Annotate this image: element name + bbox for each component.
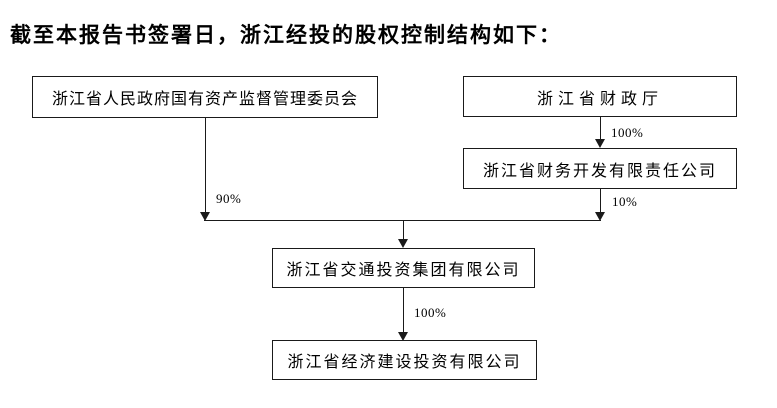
- node-sasac: 浙江省人民政府国有资产监督管理委员会: [32, 76, 378, 118]
- edge-label-finance-dev-to-comm-group: 10%: [612, 194, 638, 209]
- arrowhead-down-icon: [595, 139, 605, 148]
- connector-finance-dev-down: [600, 189, 601, 213]
- connector-sasac-down: [205, 118, 206, 213]
- arrowhead-down-icon: [200, 212, 210, 221]
- node-econ-invest: 浙江省经济建设投资有限公司: [272, 340, 537, 380]
- arrowhead-down-icon: [398, 332, 408, 341]
- connector-finance-dept-to-finance-dev: [600, 117, 601, 140]
- diagram-caption: 截至本报告书签署日，浙江经投的股权控制结构如下：: [10, 23, 562, 47]
- node-comm-invest-group: 浙江省交通投资集团有限公司: [272, 248, 535, 288]
- node-finance-dept: 浙江省财政厅: [463, 76, 737, 117]
- arrowhead-down-icon: [595, 212, 605, 221]
- edge-label-sasac-to-comm-group: 90%: [216, 191, 242, 206]
- connector-merge-to-comm-group: [403, 221, 404, 240]
- connector-comm-group-to-econ-invest: [403, 288, 404, 333]
- arrowhead-down-icon: [398, 239, 408, 248]
- edge-label-finance-dept-to-finance-dev: 100%: [611, 125, 644, 140]
- node-finance-dev: 浙江省财务开发有限责任公司: [463, 148, 737, 189]
- connector-merge-horizontal: [204, 220, 601, 221]
- edge-label-comm-group-to-econ-invest: 100%: [414, 305, 447, 320]
